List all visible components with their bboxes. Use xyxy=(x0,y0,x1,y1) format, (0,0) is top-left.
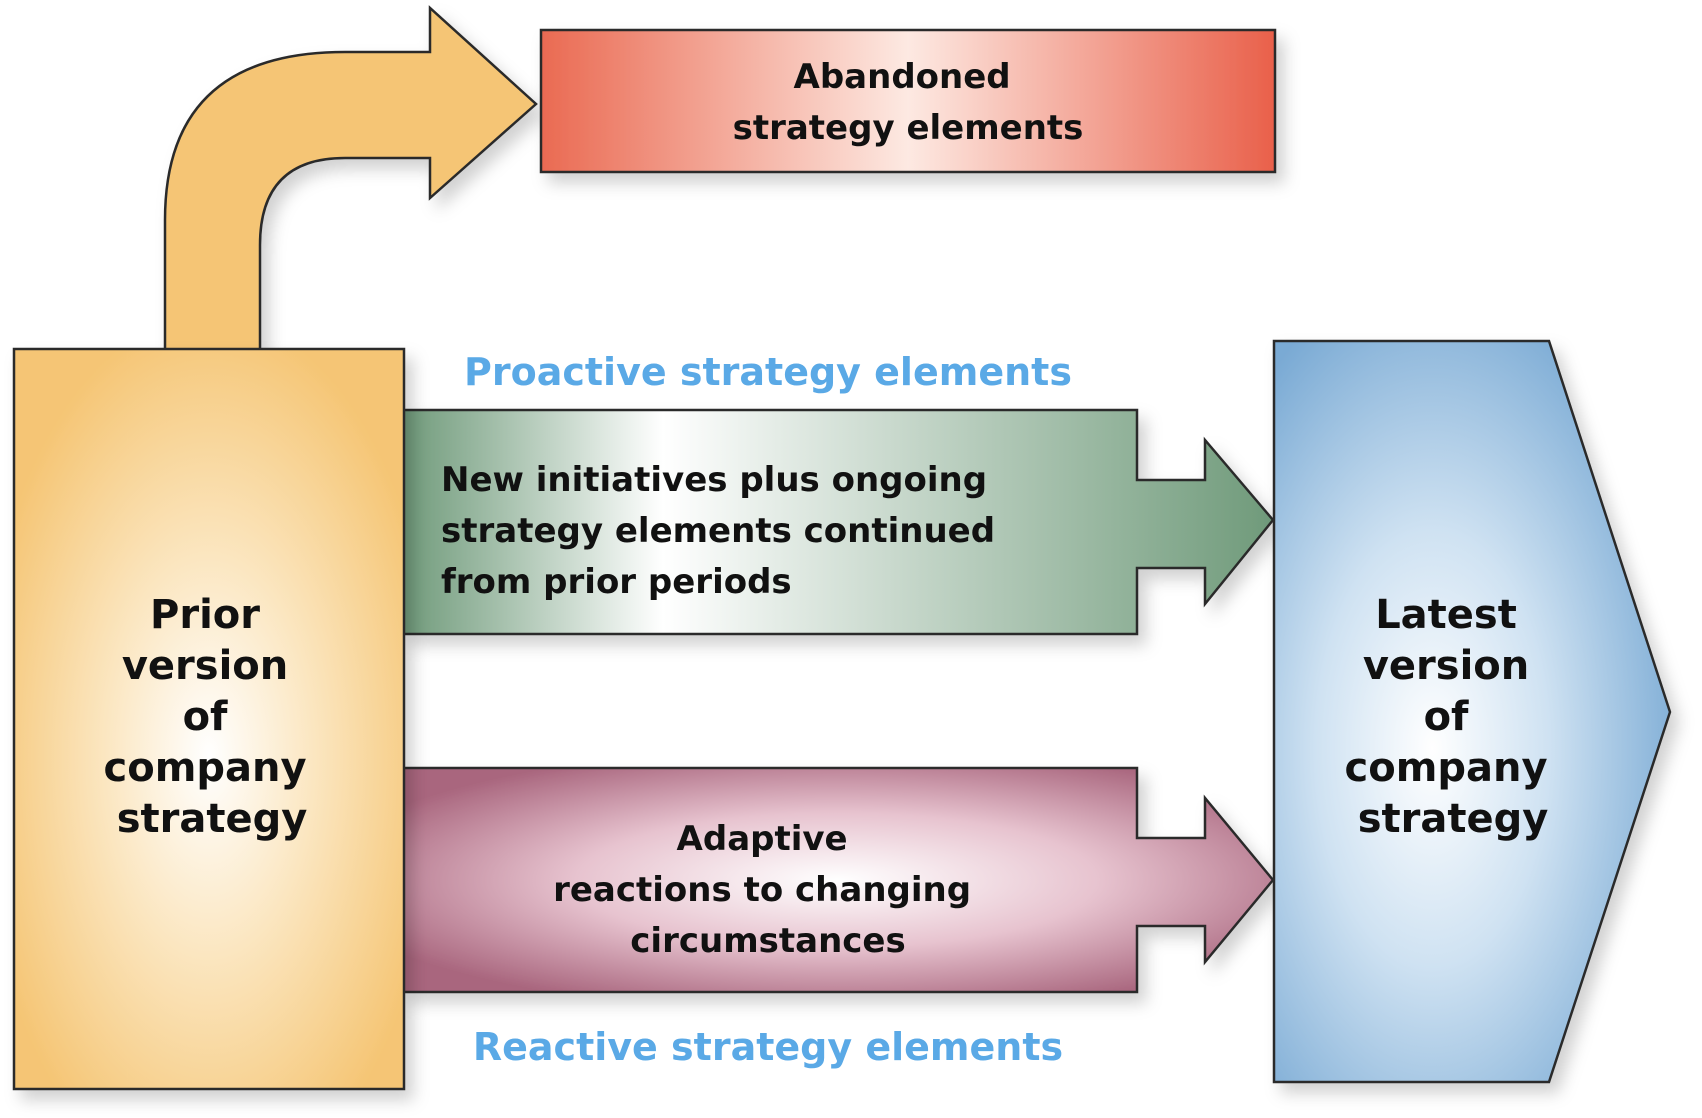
abandoned-box xyxy=(539,28,1277,174)
latest-label-line: version xyxy=(1363,643,1529,689)
latest-label-line: Latest xyxy=(1375,592,1517,638)
proactive-label-line: New initiatives plus ongoing xyxy=(441,460,987,500)
reactive-label-line: circumstances xyxy=(630,921,905,961)
proactive-caption: Proactive strategy elements xyxy=(464,350,1072,394)
prior-version-box xyxy=(12,347,406,1091)
reactive-label-line: Adaptive xyxy=(677,819,848,859)
abandoned-label-line: Abandoned xyxy=(794,57,1011,97)
svg-text:Latest version of: Latest version of company strategy xyxy=(1345,592,1562,842)
proactive-label-line: from prior periods xyxy=(441,562,792,602)
reactive-arrow xyxy=(400,766,1275,994)
reactive-label-line: reactions to changing xyxy=(553,870,971,910)
prior-label-line: company xyxy=(104,745,307,791)
abandon-arrow xyxy=(163,5,538,352)
prior-label-line: of xyxy=(183,694,228,740)
prior-label-line: Prior xyxy=(150,592,260,638)
prior-label-line: version xyxy=(122,643,288,689)
latest-label-line: strategy xyxy=(1358,796,1549,842)
svg-text:Prior version of c: Prior version of company strategy xyxy=(104,592,321,842)
latest-version-box xyxy=(1272,339,1672,1084)
proactive-label-line: strategy elements continued xyxy=(441,511,995,551)
abandoned-label-line: strategy elements xyxy=(733,108,1084,148)
latest-label-line: of xyxy=(1424,694,1469,740)
reactive-caption: Reactive strategy elements xyxy=(473,1025,1063,1069)
prior-label-line: strategy xyxy=(117,796,308,842)
proactive-arrow xyxy=(400,408,1275,636)
latest-label-line: company xyxy=(1345,745,1548,791)
svg-text:New initiatives plus ongoing: New initiatives plus ongoing strategy el… xyxy=(441,460,1007,602)
svg-text:Adaptive reactions to chan: Adaptive reactions to changing circumsta… xyxy=(553,819,983,961)
svg-text:Abandoned strategy element: Abandoned strategy elements xyxy=(733,57,1084,148)
